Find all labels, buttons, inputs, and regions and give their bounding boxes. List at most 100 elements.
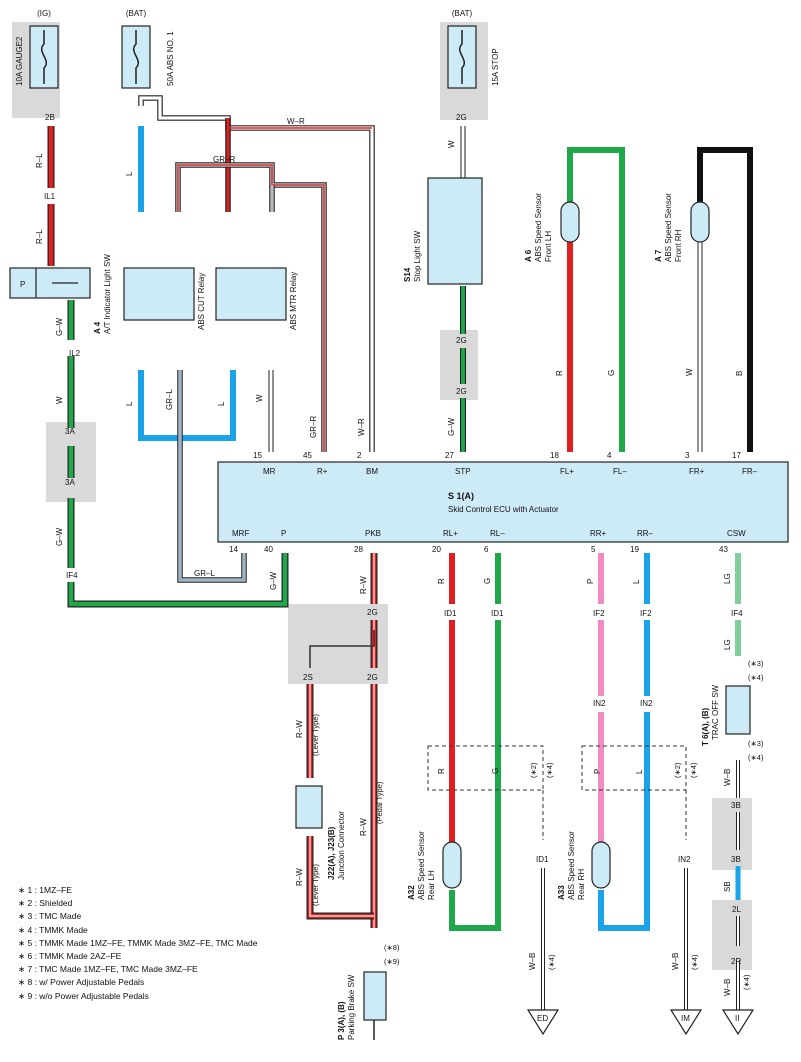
mark-4-a: (∗4) (748, 673, 764, 682)
ecu-num-3: 3 (685, 451, 690, 460)
wire-label-w-a7: W (685, 368, 694, 376)
a7-name2: Front RH (674, 229, 683, 262)
wire-label-r-shield: R (437, 768, 446, 774)
ecu-num-6: 6 (484, 545, 489, 554)
p3-switch-box (363, 971, 387, 1021)
ecu-pin-fr-plus: FR+ (689, 467, 705, 476)
ig-label: (IG) (37, 9, 51, 18)
wire-label-gr-l-2: GR–L (194, 569, 215, 578)
fuse-abs-label: 50A ABS NO. 1 (166, 31, 175, 86)
ecu-num-40: 40 (264, 545, 273, 554)
shaded-zones (12, 22, 752, 970)
ground-im (669, 1009, 703, 1036)
conn-3a-2: 3A (65, 478, 75, 487)
footnote: ∗ 4 : TMMK Made (18, 924, 88, 935)
conn-if4-right: IF4 (731, 609, 743, 618)
wire-label-rw-4: R–W (295, 868, 304, 886)
mark-9: (∗9) (384, 957, 400, 966)
footnote: ∗ 1 : 1MZ–FE (18, 885, 72, 895)
wire-label-w-mr: W (255, 394, 264, 402)
a32-name1: ABS Speed Sensor (417, 831, 426, 900)
ecu-num-2: 2 (357, 451, 362, 460)
ecu-num-14: 14 (229, 545, 238, 554)
wire-a7-b (697, 147, 753, 452)
wire-label-rw-1: R–W (359, 576, 368, 594)
mark-2-lh: (∗2) (529, 762, 538, 778)
wire-l-blue-2 (138, 370, 236, 441)
conn-il1: IL1 (44, 192, 56, 201)
conn-if2-a: IF2 (593, 609, 605, 618)
a7-id: A 7 (654, 249, 663, 262)
abs-mtr-relay-label: ABS MTR Relay (289, 272, 298, 330)
labels: (IG) (BAT) (BAT) 10A GAUGE2 50A ABS NO. … (15, 9, 764, 1040)
a4-id: A 4 (93, 321, 102, 334)
conn-2b: 2B (45, 113, 55, 122)
wire-rr-minus (598, 553, 650, 931)
wire-jc-branch (309, 630, 375, 668)
wire-label-rl-1: R–L (35, 153, 44, 168)
ecu-pin-mr: MR (263, 467, 276, 476)
conn-id1-b: ID1 (491, 609, 504, 618)
conn-3b-1: 3B (731, 801, 741, 810)
wire-label-w-stop: W (447, 140, 456, 148)
a33-sensor (591, 841, 611, 889)
ecu-num-19: 19 (630, 545, 639, 554)
ecu-pin-rr-plus: RR+ (590, 529, 607, 538)
ecu-pin-csw: CSW (727, 529, 746, 538)
bat2-label: (BAT) (452, 9, 473, 18)
conn-in2-c: IN2 (678, 855, 691, 864)
s14-name: Stop Light SW (413, 230, 422, 282)
ecu-num-18: 18 (550, 451, 559, 460)
t6-switch-box (725, 685, 751, 735)
wire-label-g-a6: G (607, 370, 616, 376)
ground-label-im: IM (681, 1014, 690, 1023)
ecu-pin-mrf: MRF (232, 529, 249, 538)
ecu-pin-r-plus: R+ (317, 467, 328, 476)
footnote: ∗ 9 : w/o Power Adjustable Pedals (18, 990, 149, 1001)
wire-label-sb: SB (723, 881, 732, 892)
footnotes: ∗ 1 : 1MZ–FE ∗ 2 : Shielded ∗ 3 : TMC Ma… (18, 884, 258, 1003)
ecu-num-45: 45 (303, 451, 312, 460)
wire-label-r-a6: R (555, 370, 564, 376)
wire-label-lg-1: LG (723, 573, 732, 584)
shield-rh (581, 745, 687, 791)
lever-type-1: (Lever Type) (311, 714, 320, 756)
shield-lh (427, 745, 544, 791)
wire-label-wb-1: W–B (723, 769, 732, 786)
wire-label-gw-1: G–W (55, 317, 64, 336)
footnote: ∗ 8 : w/ Power Adjustable Pedals (18, 977, 145, 988)
abs-cut-relay-box (123, 267, 195, 321)
wire-label-rw-3: R–W (359, 818, 368, 836)
footnote: ∗ 3 : TMC Made (18, 911, 82, 922)
a32-sensor (442, 841, 462, 889)
conn-if4-left: IF4 (66, 571, 78, 580)
wire-label-p-rr: P (586, 579, 595, 584)
conn-2g-1: 2G (456, 113, 467, 122)
ground-label-ii: II (735, 1014, 739, 1023)
ecu-num-15: 15 (253, 451, 262, 460)
wire-label-wb-im: W–B (671, 953, 680, 970)
wire-label-l-2: L (125, 401, 134, 406)
conn-2g-4: 2G (367, 608, 378, 617)
a33-name1: ABS Speed Sensor (567, 831, 576, 900)
ecu-id: S 1(A) (448, 491, 474, 501)
mark-2-rh: (∗2) (673, 762, 682, 778)
mark-4-rh: (∗4) (689, 762, 698, 778)
wire-label-gr-r-1: GR–R (213, 155, 235, 164)
ecu-box (217, 461, 789, 543)
fuse-gauge-label: 10A GAUGE2 (15, 36, 24, 86)
ground-ed (526, 1009, 560, 1036)
wire-label-gr-r-2: GR–R (309, 416, 318, 438)
wire-label-p-shield: P (593, 769, 602, 774)
fuse-stop-label: 15A STOP (491, 48, 500, 86)
wire-label-l-3: L (217, 401, 226, 406)
conn-2s: 2S (303, 673, 313, 682)
conn-id1-c: ID1 (536, 855, 549, 864)
t6-id: T 6(A), (B) (701, 707, 710, 746)
a33-name2: Rear RH (577, 869, 586, 900)
ecu-num-43: 43 (719, 545, 728, 554)
conn-in2-a: IN2 (593, 699, 606, 708)
ground-label-ed: ED (537, 1014, 548, 1023)
wire-label-l-shield: L (635, 769, 644, 774)
